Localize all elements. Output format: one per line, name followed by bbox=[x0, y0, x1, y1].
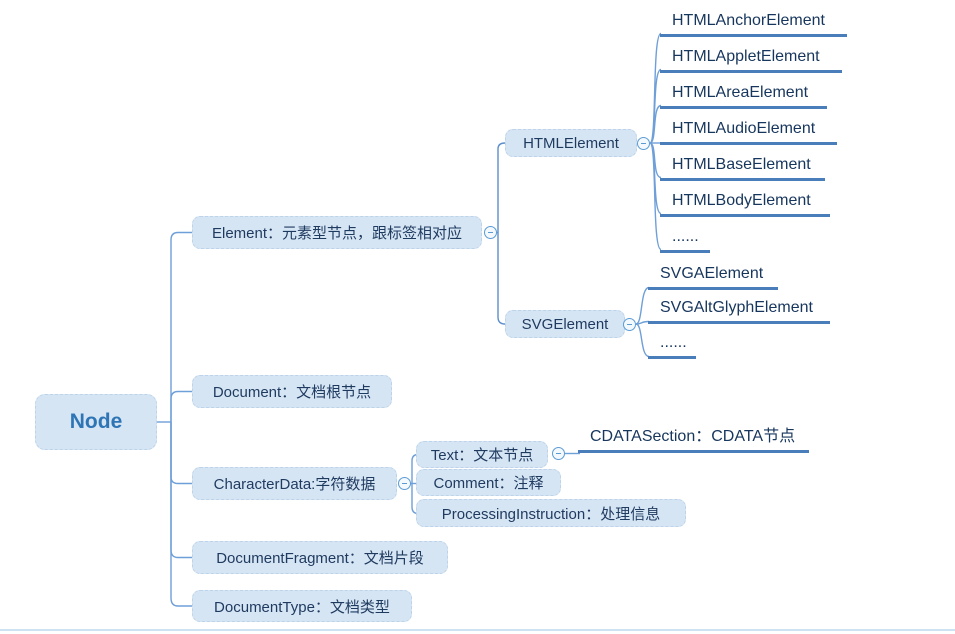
topic-document[interactable]: Document：文档根节点 bbox=[192, 375, 392, 408]
leaf-svgaelement[interactable]: SVGAElement bbox=[648, 263, 778, 290]
topic-documentfragment[interactable]: DocumentFragment：文档片段 bbox=[192, 541, 448, 574]
leaf-cdatasection[interactable]: CDATASection：CDATA节点 bbox=[578, 426, 809, 453]
leaf-svgaltglyphelement[interactable]: SVGAltGlyphElement bbox=[648, 297, 830, 324]
collapse-toggle-icon-characterdata[interactable] bbox=[398, 477, 411, 490]
leaf-htmlanchorelement[interactable]: HTMLAnchorElement bbox=[660, 10, 847, 37]
collapse-toggle-icon-element[interactable] bbox=[484, 226, 497, 239]
topic-element[interactable]: Element：元素型节点，跟标签相对应 bbox=[192, 216, 482, 249]
topic-svgelement[interactable]: SVGElement bbox=[505, 310, 625, 338]
leaf-htmlbaseelement[interactable]: HTMLBaseElement bbox=[660, 154, 825, 181]
topic-documenttype[interactable]: DocumentType：文档类型 bbox=[192, 590, 412, 622]
topic-processinginstruction[interactable]: ProcessingInstruction：处理信息 bbox=[416, 499, 686, 527]
leaf-htmlaudioelement[interactable]: HTMLAudioElement bbox=[660, 118, 837, 145]
topic-text[interactable]: Text：文本节点 bbox=[416, 441, 548, 468]
collapse-toggle-icon-text[interactable] bbox=[552, 447, 565, 460]
leaf-html-more-ellipsis[interactable]: ...... bbox=[660, 226, 710, 253]
leaf-htmlbodyelement[interactable]: HTMLBodyElement bbox=[660, 190, 830, 217]
bottom-divider bbox=[0, 629, 955, 631]
topic-characterdata[interactable]: CharacterData:字符数据 bbox=[192, 467, 397, 500]
topic-comment[interactable]: Comment：注释 bbox=[416, 469, 561, 496]
topic-node-root[interactable]: Node bbox=[35, 394, 157, 450]
collapse-toggle-icon-svgelement[interactable] bbox=[623, 318, 636, 331]
leaf-htmlareaelement[interactable]: HTMLAreaElement bbox=[660, 82, 827, 109]
collapse-toggle-icon-htmlelement[interactable] bbox=[637, 137, 650, 150]
topic-htmlelement[interactable]: HTMLElement bbox=[505, 129, 637, 157]
leaf-svg-more-ellipsis[interactable]: ...... bbox=[648, 332, 696, 359]
leaf-htmlappletelement[interactable]: HTMLAppletElement bbox=[660, 46, 842, 73]
